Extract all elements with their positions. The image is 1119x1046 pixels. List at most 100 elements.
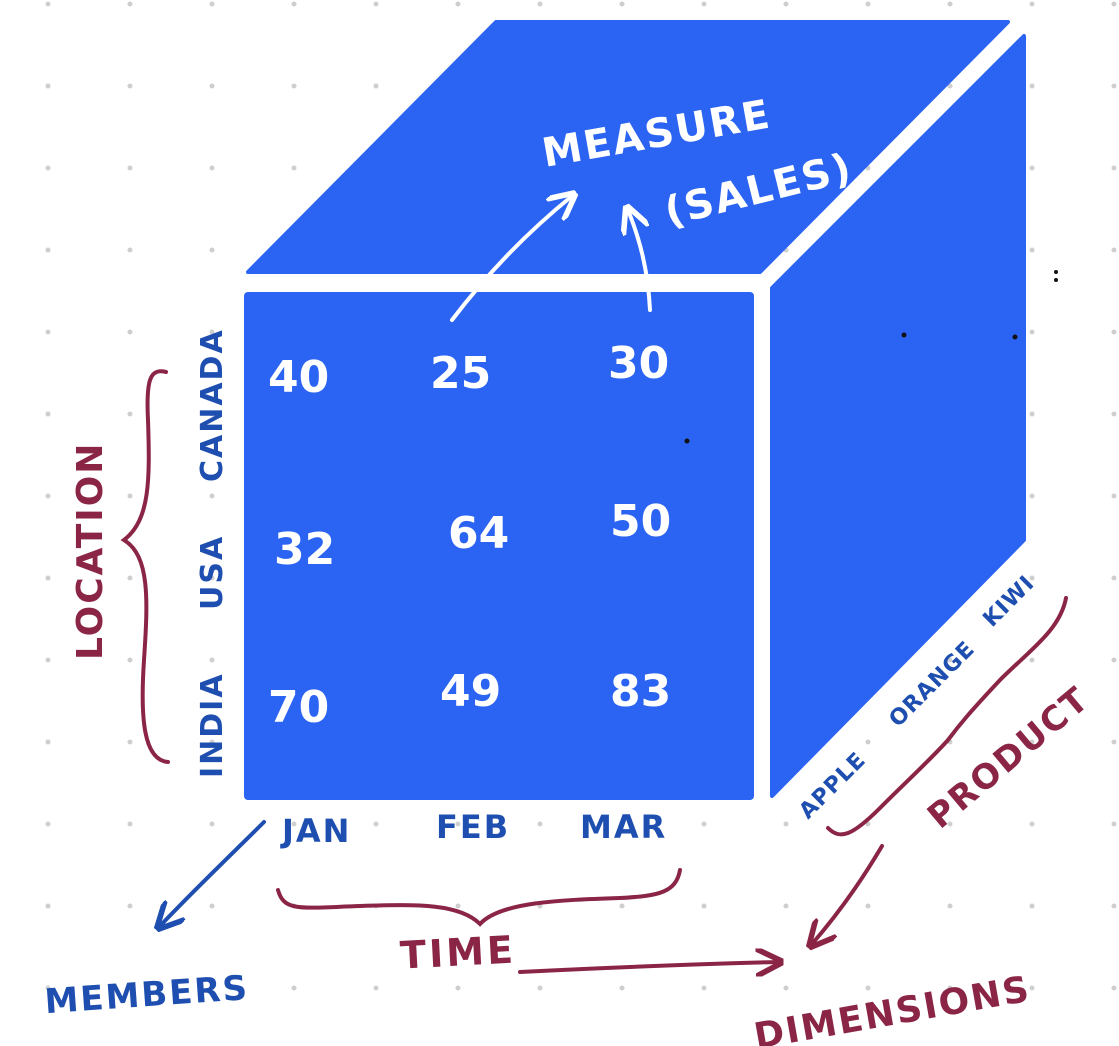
cell-value: 49 (440, 666, 501, 717)
grid-dot (947, 903, 953, 909)
grid-dot (1111, 739, 1117, 745)
location-dimension-label: LOCATION (70, 442, 111, 660)
grid-dot (947, 83, 953, 89)
grid-dot (1029, 1, 1035, 7)
grid-dot (45, 165, 51, 171)
time-brace (276, 868, 682, 927)
grid-dot (865, 739, 871, 745)
cell-value: 30 (608, 338, 669, 389)
grid-dot (291, 165, 297, 171)
grid-dot (209, 165, 215, 171)
grid-dot (1029, 329, 1035, 335)
grid-dot (783, 985, 789, 991)
grid-dot (455, 1, 461, 7)
grid-dot (1111, 575, 1117, 581)
measure-arrow-2 (628, 210, 652, 312)
grid-dot (1029, 247, 1035, 253)
stray-dot (1054, 270, 1058, 274)
grid-dot (1029, 657, 1035, 663)
grid-dot (373, 83, 379, 89)
grid-dot (783, 1, 789, 7)
grid-dot (127, 247, 133, 253)
grid-dot (127, 411, 133, 417)
grid-dot (947, 657, 953, 663)
time-dimension-label: TIME (399, 928, 517, 978)
grid-dot (209, 821, 215, 827)
grid-dot (1111, 247, 1117, 253)
time-member-jan: JAN (280, 812, 351, 850)
grid-dot (209, 739, 215, 745)
grid-dot (1029, 821, 1035, 827)
grid-dot (537, 985, 543, 991)
grid-dot (1029, 493, 1035, 499)
cube-right-face (770, 34, 1026, 798)
grid-dot (45, 329, 51, 335)
cell-value: 32 (274, 524, 335, 575)
grid-dot (1111, 821, 1117, 827)
members-arrow (160, 820, 266, 926)
grid-dot (127, 1, 133, 7)
grid-dot (537, 821, 543, 827)
cell-value: 50 (610, 496, 671, 547)
grid-dot (291, 821, 297, 827)
grid-dot (1111, 83, 1117, 89)
grid-dot (209, 575, 215, 581)
data-grid: 40 25 30 32 64 50 70 49 83 (268, 338, 671, 733)
grid-dot (1111, 903, 1117, 909)
grid-dot (209, 493, 215, 499)
grid-dot (127, 83, 133, 89)
measure-arrow-1 (450, 196, 572, 322)
grid-dot (619, 985, 625, 991)
product-dimension-label: PRODUCT (920, 679, 1097, 837)
grid-dot (455, 821, 461, 827)
grid-dot (701, 821, 707, 827)
grid-dot (45, 1, 51, 7)
grid-dot (1111, 329, 1117, 335)
grid-dot (45, 903, 51, 909)
grid-dot (127, 657, 133, 663)
grid-dot (291, 1, 297, 7)
grid-dot (947, 821, 953, 827)
cell-value: 40 (268, 352, 329, 403)
grid-dot (127, 493, 133, 499)
grid-dot (209, 903, 215, 909)
grid-dot (209, 657, 215, 663)
dimension-arrow-from-product (812, 844, 884, 944)
stray-dot (684, 438, 690, 444)
grid-dot (45, 739, 51, 745)
grid-dot (1111, 1, 1117, 7)
grid-dot (127, 985, 133, 991)
cell-value: 64 (448, 508, 509, 559)
grid-dot (1029, 411, 1035, 417)
grid-dot (45, 985, 51, 991)
grid-dot (1029, 903, 1035, 909)
grid-dot (45, 575, 51, 581)
grid-dot (1029, 985, 1035, 991)
cell-value: 25 (430, 348, 491, 399)
grid-dot (1029, 739, 1035, 745)
grid-dot (701, 985, 707, 991)
grid-dot (1029, 83, 1035, 89)
location-member-usa: USA (195, 535, 230, 610)
grid-dot (127, 575, 133, 581)
grid-dot (209, 83, 215, 89)
grid-dot (947, 985, 953, 991)
grid-dot (619, 821, 625, 827)
grid-dot (45, 83, 51, 89)
stray-dot (1012, 334, 1018, 340)
grid-dot (455, 985, 461, 991)
location-brace (120, 369, 170, 764)
grid-dot (619, 1, 625, 7)
grid-dot (127, 903, 133, 909)
grid-dot (1111, 411, 1117, 417)
grid-dot (373, 985, 379, 991)
grid-dot (455, 903, 461, 909)
grid-dot (947, 1, 953, 7)
cube-top-face (246, 20, 1010, 274)
grid-dot (865, 903, 871, 909)
dimension-arrow-from-time (518, 962, 778, 972)
grid-dot (783, 903, 789, 909)
grid-dot (209, 329, 215, 335)
grid-dot (209, 411, 215, 417)
